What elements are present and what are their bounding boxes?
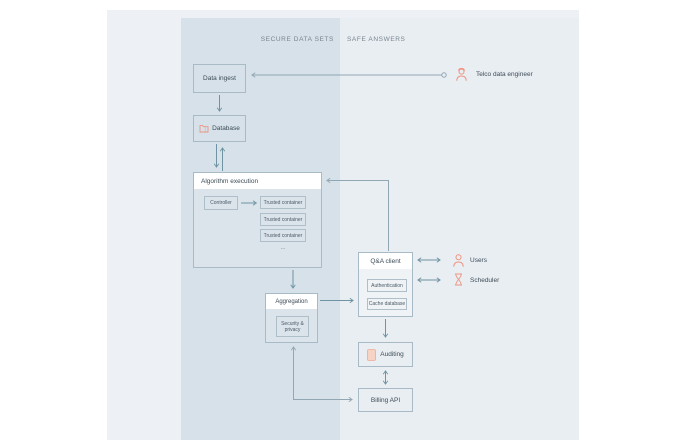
trusted-container-node: Trusted container <box>260 196 306 209</box>
controller-label: Controller <box>210 200 232 206</box>
trusted-container-label: Trusted container <box>263 199 303 206</box>
controller-node: Controller <box>204 196 238 210</box>
security-privacy-node: Security & privacy <box>276 316 309 337</box>
scheduler-label: Scheduler <box>470 277 500 284</box>
folder-icon <box>199 125 209 133</box>
user-person-icon <box>453 254 464 267</box>
trusted-container-label: Trusted container <box>263 216 303 223</box>
auditing-label: Auditing <box>380 351 404 358</box>
trusted-container-node: Trusted container <box>260 213 306 226</box>
telco-engineer-label: Telco data engineer <box>476 71 533 78</box>
authentication-node: Authentication <box>367 279 407 292</box>
aggregation-header: Aggregation <box>266 294 317 309</box>
controller-arrow <box>241 200 258 206</box>
qa-client-header: Q&A client <box>359 253 412 269</box>
authentication-label: Authentication <box>371 282 403 289</box>
data-ingest-label: Data ingest <box>203 75 236 82</box>
engineer-person-icon <box>456 67 467 81</box>
qa-client-container: Q&A client Authentication Cache database <box>358 252 413 317</box>
auditing-node: Auditing <box>358 342 413 367</box>
algorithm-execution-header: Algorithm execution <box>194 173 321 189</box>
algorithm-execution-label: Algorithm execution <box>201 177 259 185</box>
hourglass-icon <box>455 273 462 286</box>
cache-database-label: Cache database <box>368 301 406 307</box>
billing-api-node: Billing API <box>358 388 413 412</box>
security-privacy-label: Security & privacy <box>281 320 304 333</box>
trusted-container-label: Trusted container <box>263 232 303 239</box>
cache-database-node: Cache database <box>367 298 407 310</box>
aggregation-container: Aggregation Security & privacy <box>265 293 318 343</box>
safe-answers-label: SAFE ANSWERS <box>347 36 406 43</box>
algorithm-execution-container: Algorithm execution Controller Trusted c… <box>193 172 322 268</box>
secure-data-sets-label: SECURE DATA SETS <box>260 36 334 43</box>
database-node: Database <box>193 115 246 142</box>
qa-client-label: Q&A client <box>370 257 401 265</box>
document-icon <box>367 348 377 361</box>
aggregation-label: Aggregation <box>275 298 308 305</box>
billing-api-label: Billing API <box>370 396 401 404</box>
more-containers-indicator: ... <box>280 245 286 251</box>
database-label: Database <box>212 125 240 132</box>
data-ingest-node: Data ingest <box>193 64 246 93</box>
trusted-container-node: Trusted container <box>260 229 306 242</box>
users-label: Users <box>470 257 487 264</box>
